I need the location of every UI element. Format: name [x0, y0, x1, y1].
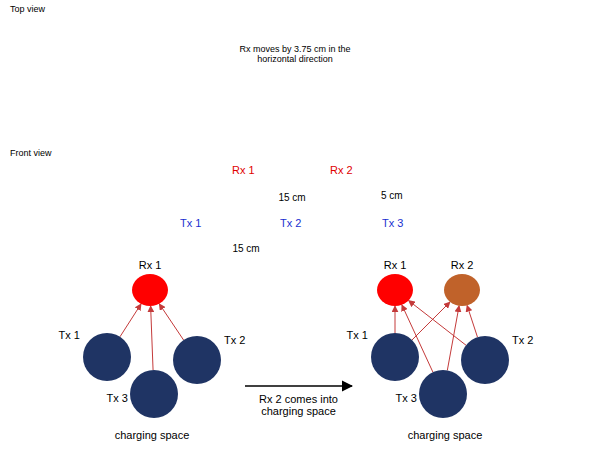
transmitter-label: Tx 3 [382, 217, 403, 230]
node-label: Rx 1 [139, 259, 162, 271]
coil-circle [444, 274, 480, 306]
view-title: Top view [10, 4, 45, 14]
view-title: Front view [10, 148, 52, 158]
transmitter-circle: Tx 3 [419, 370, 467, 418]
charging-space: Tx 1Tx 2Tx 3charging space [355, 322, 535, 450]
power-link [467, 305, 477, 337]
node-label: Tx 1 [59, 329, 80, 341]
receiver-circle: Rx 1 [132, 274, 168, 306]
dimension-label: 15 cm [278, 192, 305, 204]
receiver-label: Rx 2 [330, 164, 353, 177]
transition-arrow [245, 385, 352, 386]
node-label: Rx 2 [451, 259, 474, 271]
coil-circle [419, 370, 467, 418]
node-label: Tx 3 [396, 392, 417, 404]
coil-circle [173, 336, 221, 384]
dimension-label: 15 cm [232, 243, 259, 255]
coil-circle [130, 370, 178, 418]
coil-circle [371, 333, 419, 381]
node-label: Tx 2 [224, 334, 245, 346]
coil-circle [461, 336, 509, 384]
transmitter-label: Tx 2 [280, 217, 301, 230]
transmitter-circle: Tx 3 [130, 370, 178, 418]
edge-label: Rx 2 comes into charging space [251, 393, 347, 417]
coil-circle [132, 274, 168, 306]
power-link [395, 306, 396, 333]
charging-space: Tx 1Tx 2Tx 3charging space [62, 322, 242, 450]
transmitter-circle: Tx 1 [371, 333, 419, 381]
power-link [447, 306, 459, 371]
receiver-label: Rx 1 [232, 164, 255, 177]
move-arrow [232, 35, 358, 36]
region-label: charging space [115, 429, 190, 441]
node-label: Tx 2 [512, 334, 533, 346]
power-link [120, 304, 141, 337]
coil-circle [377, 274, 413, 306]
dimension-label: 5 cm [381, 190, 403, 202]
receiver-circle: Rx 2 [444, 274, 480, 306]
power-link [159, 304, 183, 340]
region-label: charging space [408, 429, 483, 441]
power-link [151, 306, 153, 370]
receiver-circle: Rx 1 [377, 274, 413, 306]
node-label: Tx 1 [347, 329, 368, 341]
front-view [140, 180, 452, 242]
transmitter-circle: Tx 1 [83, 333, 131, 381]
motion-note: Rx moves by 3.75 cm in the horizontal di… [225, 44, 365, 65]
power-link [412, 302, 450, 340]
coil-circle [83, 333, 131, 381]
coil-rings-after [377, 9, 577, 75]
transmitter-circle: Tx 2 [173, 336, 221, 384]
transmitter-circle: Tx 2 [461, 336, 509, 384]
coil-rings-before [10, 9, 210, 75]
node-label: Tx 3 [107, 392, 128, 404]
transmitter-label: Tx 1 [180, 217, 201, 230]
node-label: Rx 1 [384, 259, 407, 271]
